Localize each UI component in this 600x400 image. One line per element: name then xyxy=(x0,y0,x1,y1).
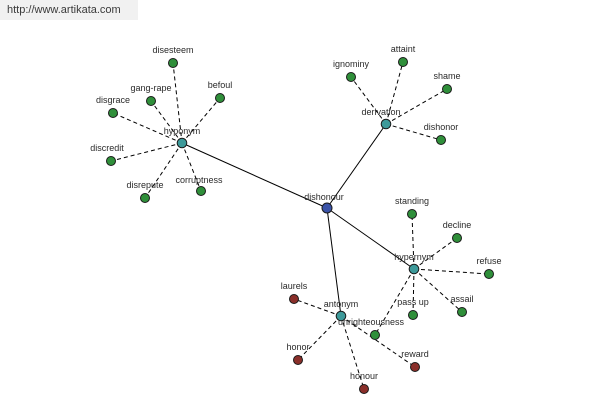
term-refuse-node[interactable] xyxy=(484,269,494,279)
edge-derivation-attaint xyxy=(385,61,404,125)
edge-hyponym-befoul xyxy=(181,97,221,144)
edge-derivation-shame xyxy=(385,88,448,125)
edge-antonym-reward xyxy=(340,315,416,368)
term-refuse-label: refuse xyxy=(476,256,501,266)
term-gang-rape-node[interactable] xyxy=(146,96,156,106)
term-discredit-node[interactable] xyxy=(106,156,116,166)
edge-hyponym-corruptness xyxy=(181,142,202,192)
term-laurels-label: laurels xyxy=(281,281,308,291)
term-unrighteousness-node[interactable] xyxy=(370,330,380,340)
edge-hypernym-unrighteousness xyxy=(374,268,415,336)
term-disesteem-node[interactable] xyxy=(168,58,178,68)
relation-antonym-label: antonym xyxy=(324,299,359,309)
term-standing-label: standing xyxy=(395,196,429,206)
edge-dishonour-hyponym xyxy=(181,142,328,209)
edge-hypernym-assail xyxy=(413,268,463,313)
watermark-url: http://www.artikata.com xyxy=(0,0,138,20)
center-dishonour-node[interactable] xyxy=(321,202,333,214)
edge-hypernym-decline xyxy=(413,237,458,270)
edge-hyponym-discredit xyxy=(110,142,183,162)
edge-hyponym-gang-rape xyxy=(150,100,183,144)
term-dishonor-node[interactable] xyxy=(436,135,446,145)
term-decline-label: decline xyxy=(443,220,472,230)
term-ignominy-label: ignominy xyxy=(333,59,370,69)
term-corruptness-label: corruptness xyxy=(175,175,223,185)
term-honour-node[interactable] xyxy=(359,384,369,394)
term-honor-node[interactable] xyxy=(293,355,303,365)
term-attaint-label: attaint xyxy=(391,44,416,54)
relation-hypernym-node[interactable] xyxy=(408,263,420,275)
term-assail-label: assail xyxy=(450,294,473,304)
edge-antonym-honor xyxy=(297,315,342,361)
edge-hypernym-standing xyxy=(411,213,415,270)
relation-derivation-label: derivation xyxy=(361,107,400,117)
term-gang-rape-label: gang-rape xyxy=(130,83,171,93)
edge-derivation-dishonor xyxy=(385,123,442,141)
term-disgrace-label: disgrace xyxy=(96,95,130,105)
term-dishonor-label: dishonor xyxy=(424,122,459,132)
term-ignominy-node[interactable] xyxy=(346,72,356,82)
edge-hypernym-refuse xyxy=(413,268,490,275)
term-shame-node[interactable] xyxy=(442,84,452,94)
edge-hypernym-pass-up xyxy=(412,268,415,316)
term-attaint-node[interactable] xyxy=(398,57,408,67)
term-laurels-node[interactable] xyxy=(289,294,299,304)
term-disgrace-node[interactable] xyxy=(108,108,118,118)
term-disrepute-node[interactable] xyxy=(140,193,150,203)
term-unrighteousness-label: unrighteousness xyxy=(338,317,405,327)
term-shame-label: shame xyxy=(433,71,460,81)
edge-derivation-ignominy xyxy=(350,76,387,125)
relation-derivation-node[interactable] xyxy=(380,118,392,130)
edge-antonym-honour xyxy=(340,315,365,390)
term-decline-node[interactable] xyxy=(452,233,462,243)
edge-dishonour-antonym xyxy=(326,207,342,317)
term-honor-label: honor xyxy=(286,342,309,352)
edge-hyponym-disgrace xyxy=(112,112,183,144)
term-pass-up-label: pass up xyxy=(397,297,429,307)
center-dishonour-label: dishonour xyxy=(304,192,344,202)
edge-antonym-laurels xyxy=(293,298,342,317)
relation-hyponym-node[interactable] xyxy=(176,137,188,149)
term-befoul-node[interactable] xyxy=(215,93,225,103)
term-pass-up-node[interactable] xyxy=(408,310,418,320)
term-corruptness-node[interactable] xyxy=(196,186,206,196)
term-assail-node[interactable] xyxy=(457,307,467,317)
term-disrepute-label: disrepute xyxy=(126,180,163,190)
edge-dishonour-derivation xyxy=(326,123,387,209)
term-befoul-label: befoul xyxy=(208,80,233,90)
term-discredit-label: discredit xyxy=(90,143,124,153)
term-disesteem-label: disesteem xyxy=(152,45,193,55)
relation-hyponym-label: hyponym xyxy=(164,126,201,136)
edge-dishonour-hypernym xyxy=(326,207,415,270)
term-reward-label: reward xyxy=(401,349,429,359)
term-honour-label: honour xyxy=(350,371,378,381)
term-reward-node[interactable] xyxy=(410,362,420,372)
relation-hypernym-label: hypernym xyxy=(394,252,434,262)
relation-antonym-node[interactable] xyxy=(335,310,347,322)
term-standing-node[interactable] xyxy=(407,209,417,219)
